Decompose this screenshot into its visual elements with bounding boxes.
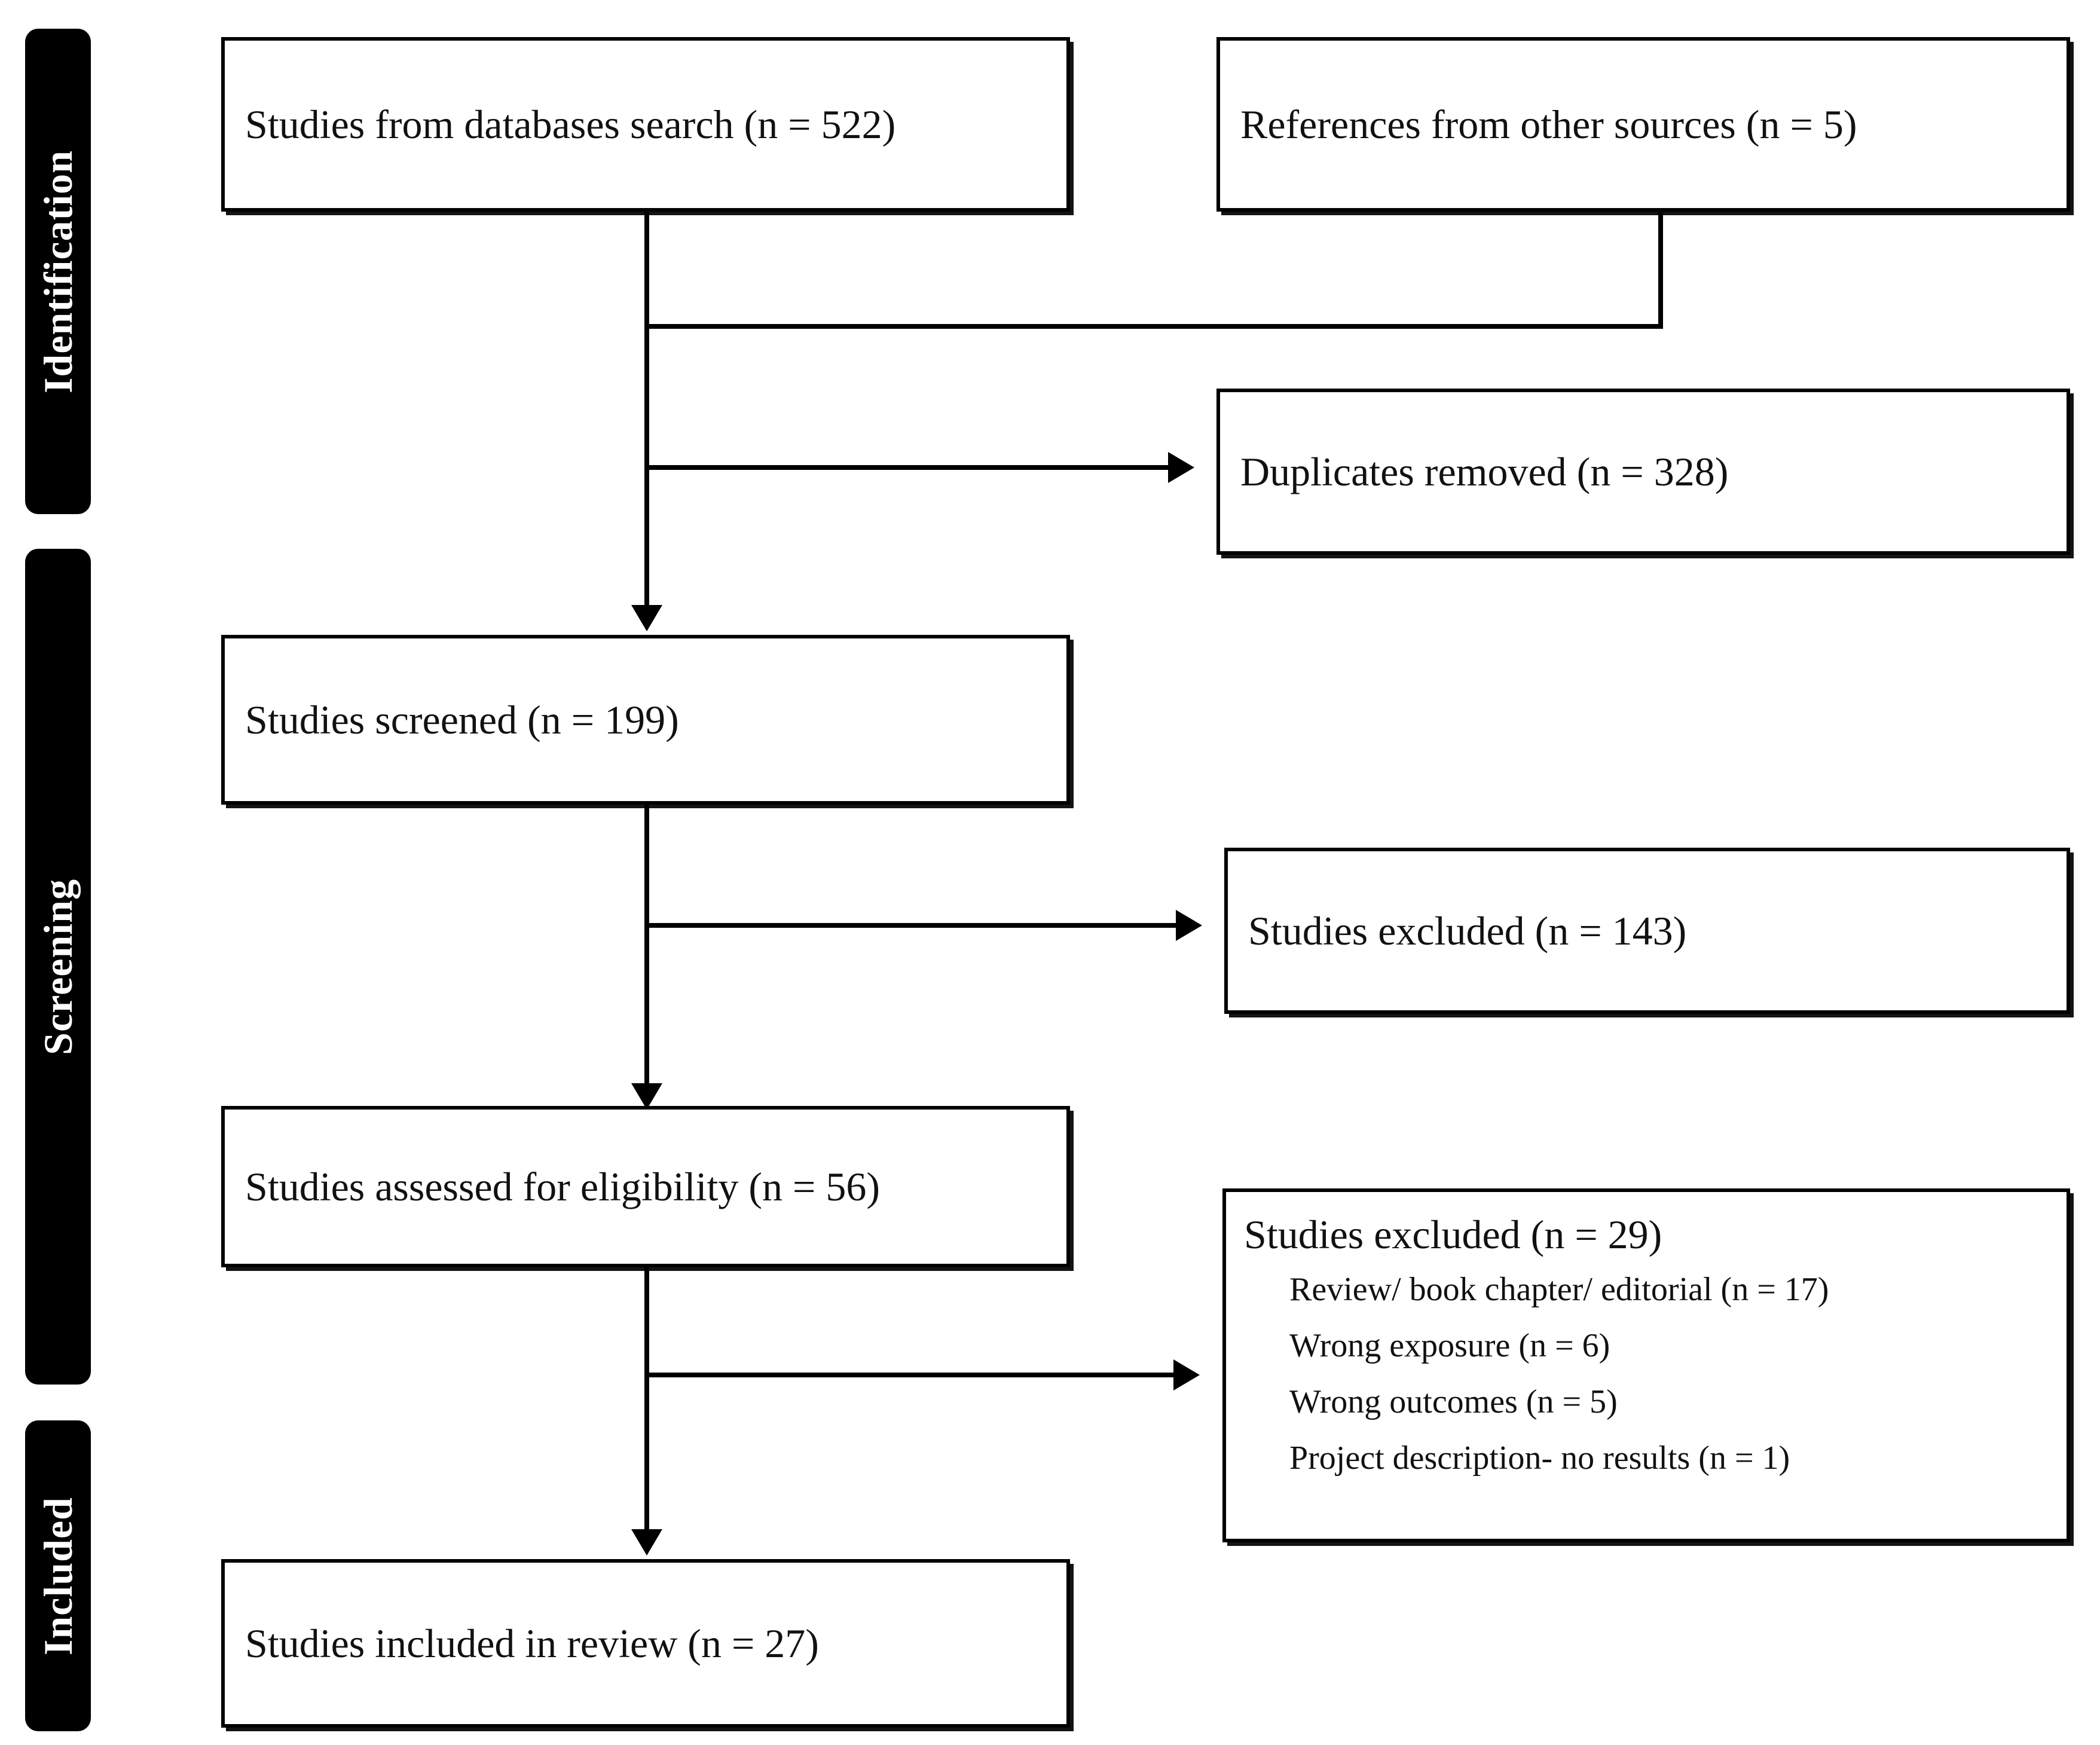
stage-bar-identification: Identification — [25, 29, 91, 514]
arrowhead-to-studies-excluded-eligibility — [1173, 1359, 1200, 1391]
stage-bar-included: Included — [25, 1420, 91, 1731]
arrowhead-to-studies-excluded-screening — [1176, 910, 1202, 941]
box-studies-screened: Studies screened (n = 199) — [221, 635, 1070, 805]
stage-label-included: Included — [35, 1496, 81, 1655]
box-databases-search: Studies from databases search (n = 522) — [221, 37, 1070, 212]
exclusion-reason-item: Wrong outcomes (n = 5) — [1289, 1383, 1618, 1420]
connector-main-stem-identification — [644, 212, 649, 608]
connector-to-duplicates-removed — [644, 465, 1170, 470]
box-studies-screened-label: Studies screened (n = 199) — [245, 696, 679, 742]
box-studies-included-label: Studies included in review (n = 27) — [245, 1620, 819, 1666]
exclusion-reason-item: Review/ book chapter/ editorial (n = 17) — [1289, 1270, 1829, 1308]
exclusion-reasons-list: Review/ book chapter/ editorial (n = 17)… — [1244, 1273, 1829, 1475]
stage-label-identification: Identification — [35, 149, 81, 393]
stage-label-screening: Screening — [35, 878, 81, 1055]
connector-main-stem-included — [644, 1267, 649, 1533]
arrowhead-to-studies-included — [631, 1529, 662, 1555]
connector-to-studies-excluded-screening — [644, 923, 1178, 928]
exclusion-reason-item: Wrong exposure (n = 6) — [1289, 1327, 1610, 1364]
arrowhead-to-duplicates-removed — [1168, 452, 1194, 483]
connector-other-sources-merge — [644, 324, 1663, 329]
connector-main-stem-screening — [644, 805, 649, 1087]
box-studies-excluded-screening-label: Studies excluded (n = 143) — [1248, 907, 1687, 954]
exclusion-reason-item: Project description- no results (n = 1) — [1289, 1439, 1790, 1477]
box-studies-assessed: Studies assessed for eligibility (n = 56… — [221, 1106, 1070, 1267]
box-studies-excluded-eligibility: Studies excluded (n = 29) Review/ book c… — [1222, 1188, 2070, 1542]
box-duplicates-removed: Duplicates removed (n = 328) — [1216, 389, 2070, 555]
box-databases-search-label: Studies from databases search (n = 522) — [245, 101, 896, 147]
arrowhead-to-studies-assessed — [631, 1083, 662, 1110]
arrowhead-to-studies-screened — [631, 605, 662, 631]
box-studies-included: Studies included in review (n = 27) — [221, 1559, 1070, 1728]
connector-other-sources-drop — [1658, 212, 1663, 326]
exclusion-reasons-heading: Studies excluded (n = 29) — [1244, 1212, 1662, 1257]
box-studies-assessed-label: Studies assessed for eligibility (n = 56… — [245, 1163, 881, 1209]
stage-bar-screening: Screening — [25, 549, 91, 1385]
box-other-sources-label: References from other sources (n = 5) — [1240, 101, 1857, 147]
exclusion-reasons-wrap: Studies excluded (n = 29) Review/ book c… — [1226, 1192, 1847, 1487]
connector-to-studies-excluded-eligibility — [644, 1373, 1176, 1377]
box-studies-excluded-screening: Studies excluded (n = 143) — [1224, 848, 2070, 1014]
box-other-sources: References from other sources (n = 5) — [1216, 37, 2070, 212]
box-duplicates-removed-label: Duplicates removed (n = 328) — [1240, 448, 1729, 494]
